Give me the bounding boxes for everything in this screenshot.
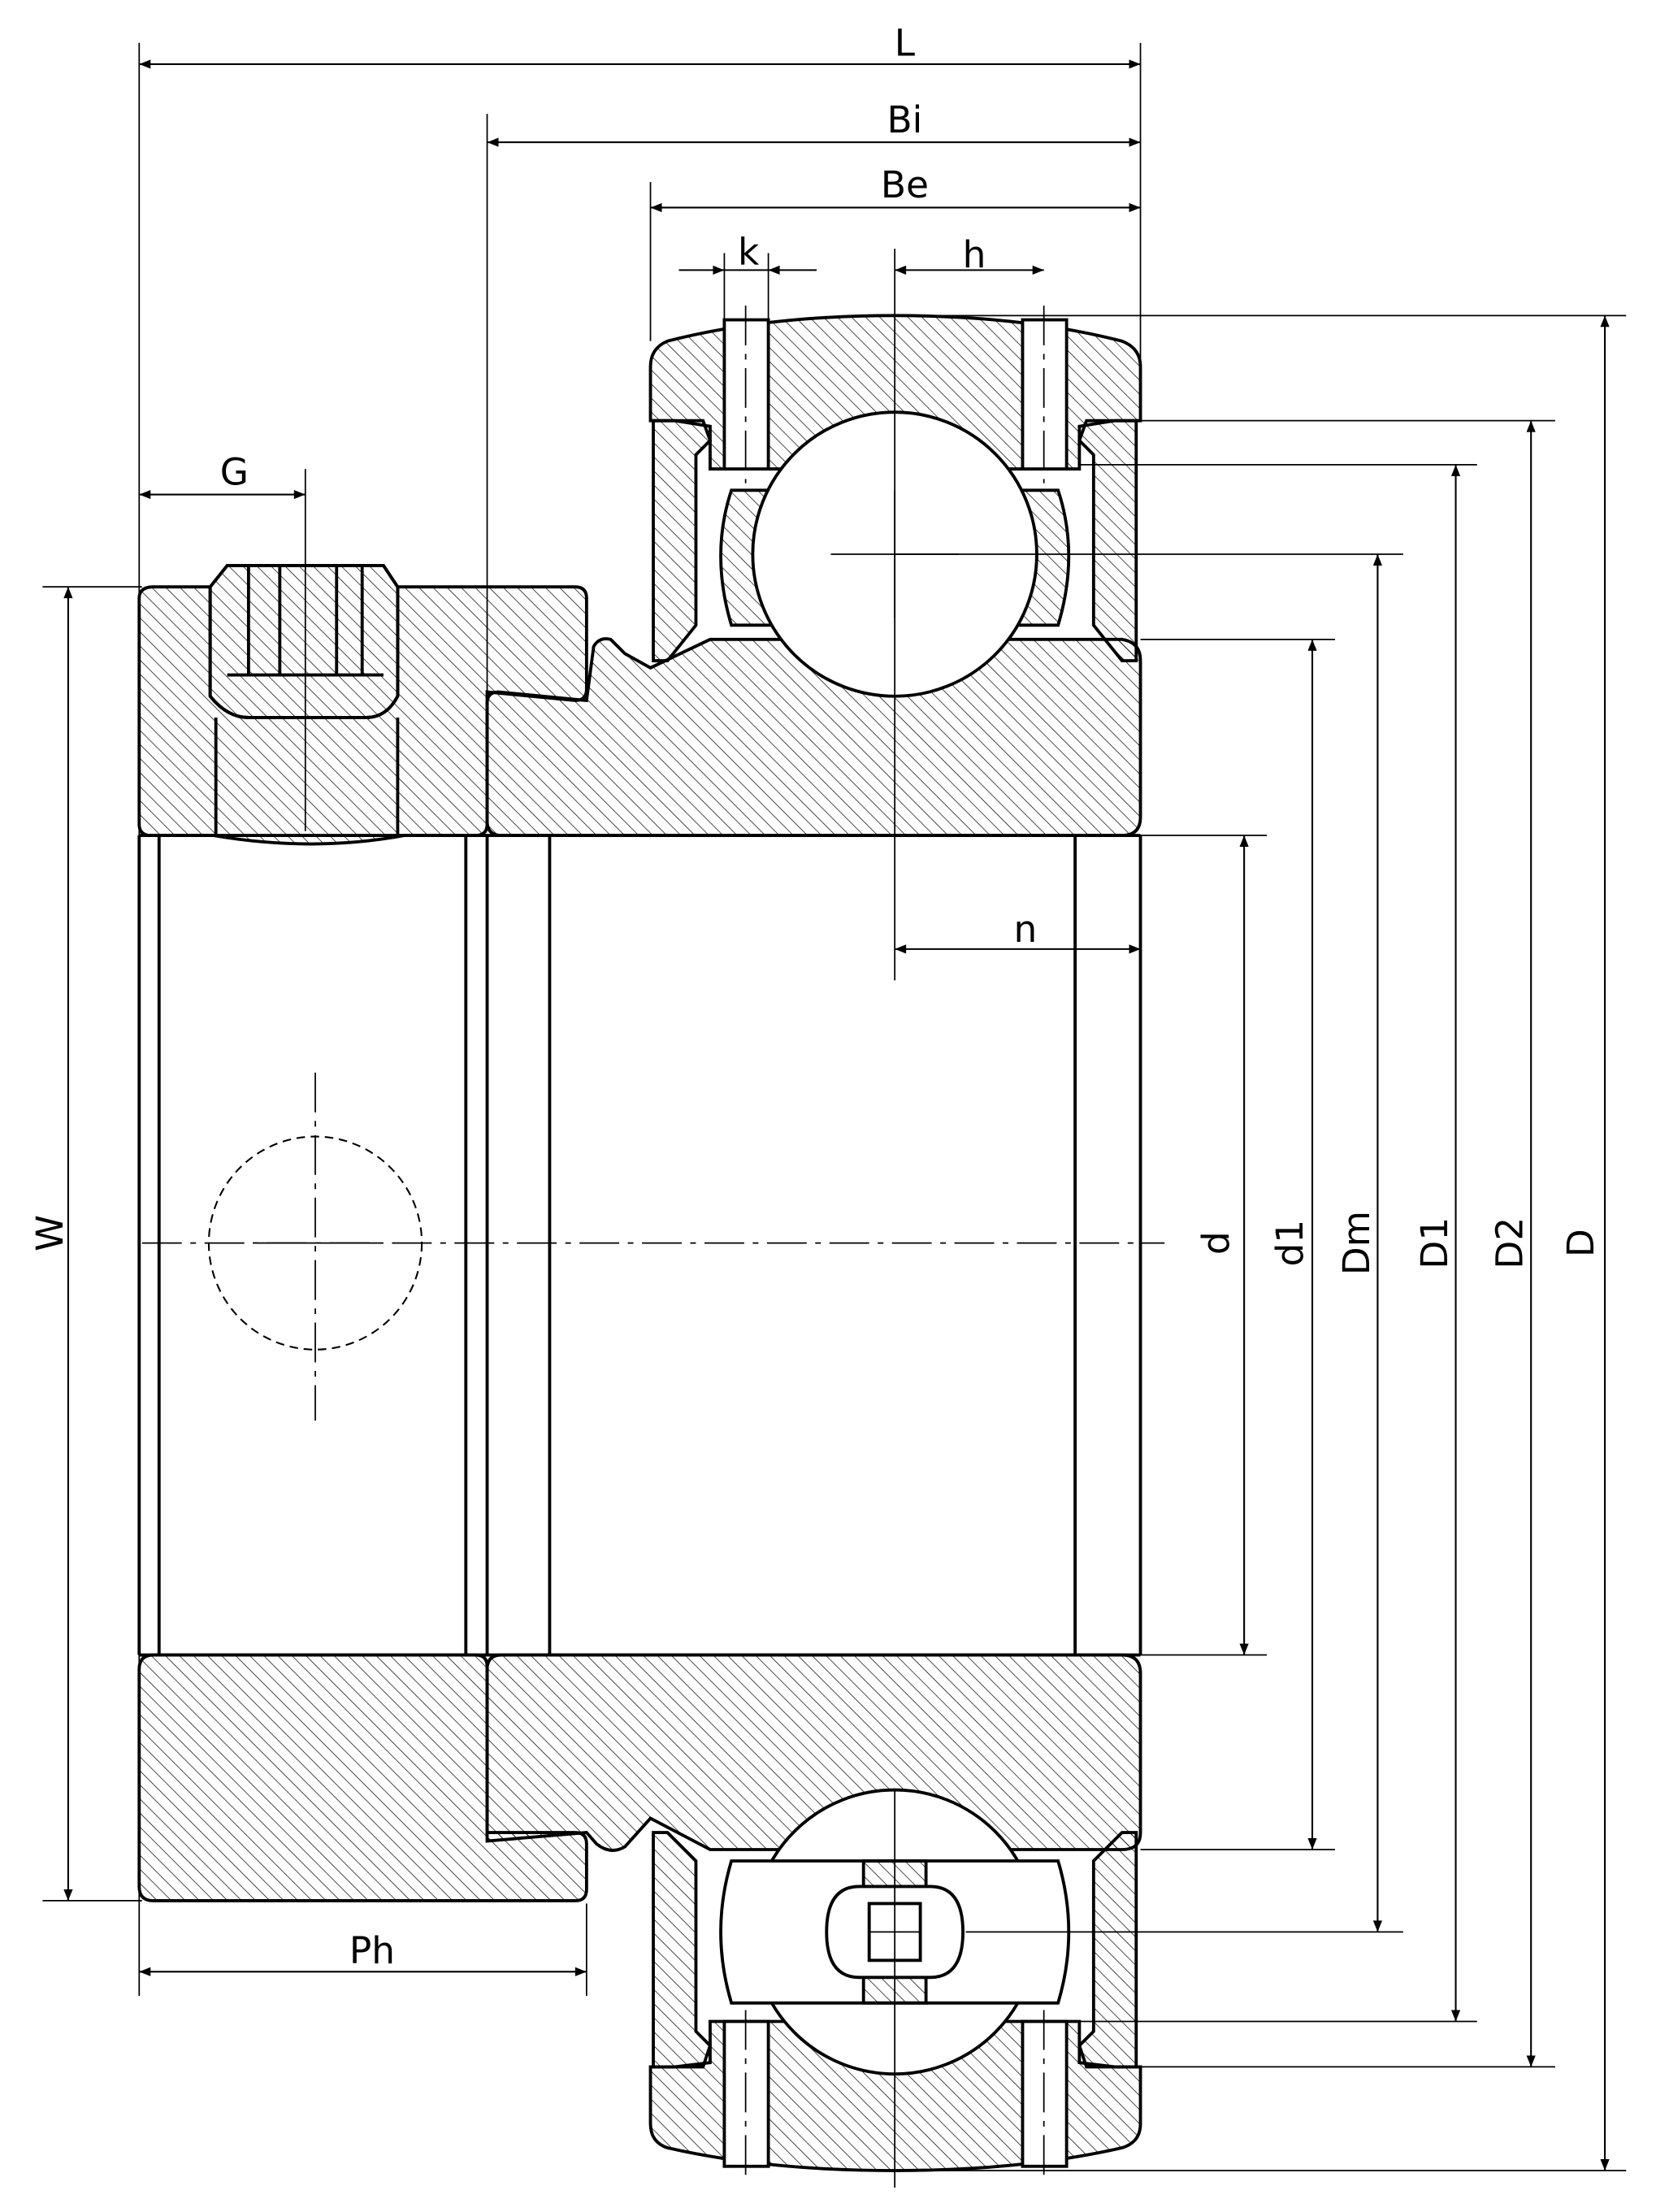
label-n: n — [1014, 908, 1038, 951]
dimension-lines — [63, 59, 1610, 2171]
label-Dm: Dm — [1335, 1211, 1378, 1275]
label-G: G — [220, 450, 249, 493]
label-Bi: Bi — [887, 98, 922, 141]
label-D2: D2 — [1489, 1217, 1532, 1269]
label-d: d — [1194, 1231, 1238, 1255]
label-d1: d1 — [1268, 1220, 1311, 1267]
label-Ph: Ph — [349, 1929, 395, 1972]
inner-ring-top — [485, 637, 1142, 837]
label-D1: D1 — [1413, 1217, 1456, 1269]
inner-ring-bottom — [485, 1653, 1142, 1852]
lubrication-holes — [722, 306, 1069, 2181]
label-L: L — [895, 21, 916, 64]
extension-lines — [42, 42, 1627, 2188]
label-Be: Be — [881, 163, 929, 206]
label-D: D — [1559, 1229, 1602, 1257]
bore — [137, 834, 1142, 1657]
label-h: h — [963, 233, 986, 276]
label-k: k — [738, 230, 760, 273]
label-W: W — [28, 1215, 72, 1251]
seals — [652, 419, 1138, 2069]
